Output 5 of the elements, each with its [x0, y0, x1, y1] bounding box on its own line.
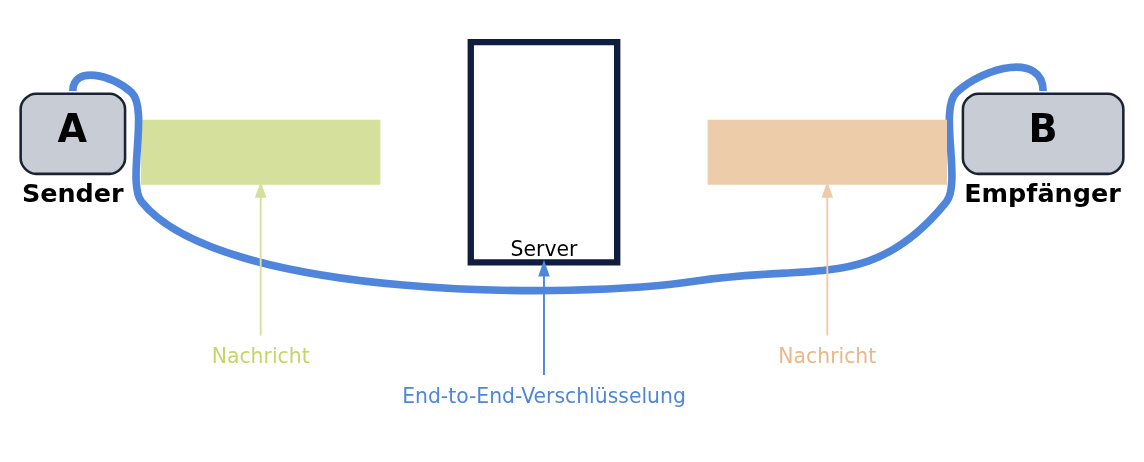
node-label: Empfänger [964, 177, 1121, 208]
node-text: End-to-End-Verschlüsselung [402, 383, 686, 408]
node-label: Sender [21, 177, 124, 208]
node-text: Nachricht [211, 343, 310, 368]
node-text: Nachricht [778, 343, 877, 368]
